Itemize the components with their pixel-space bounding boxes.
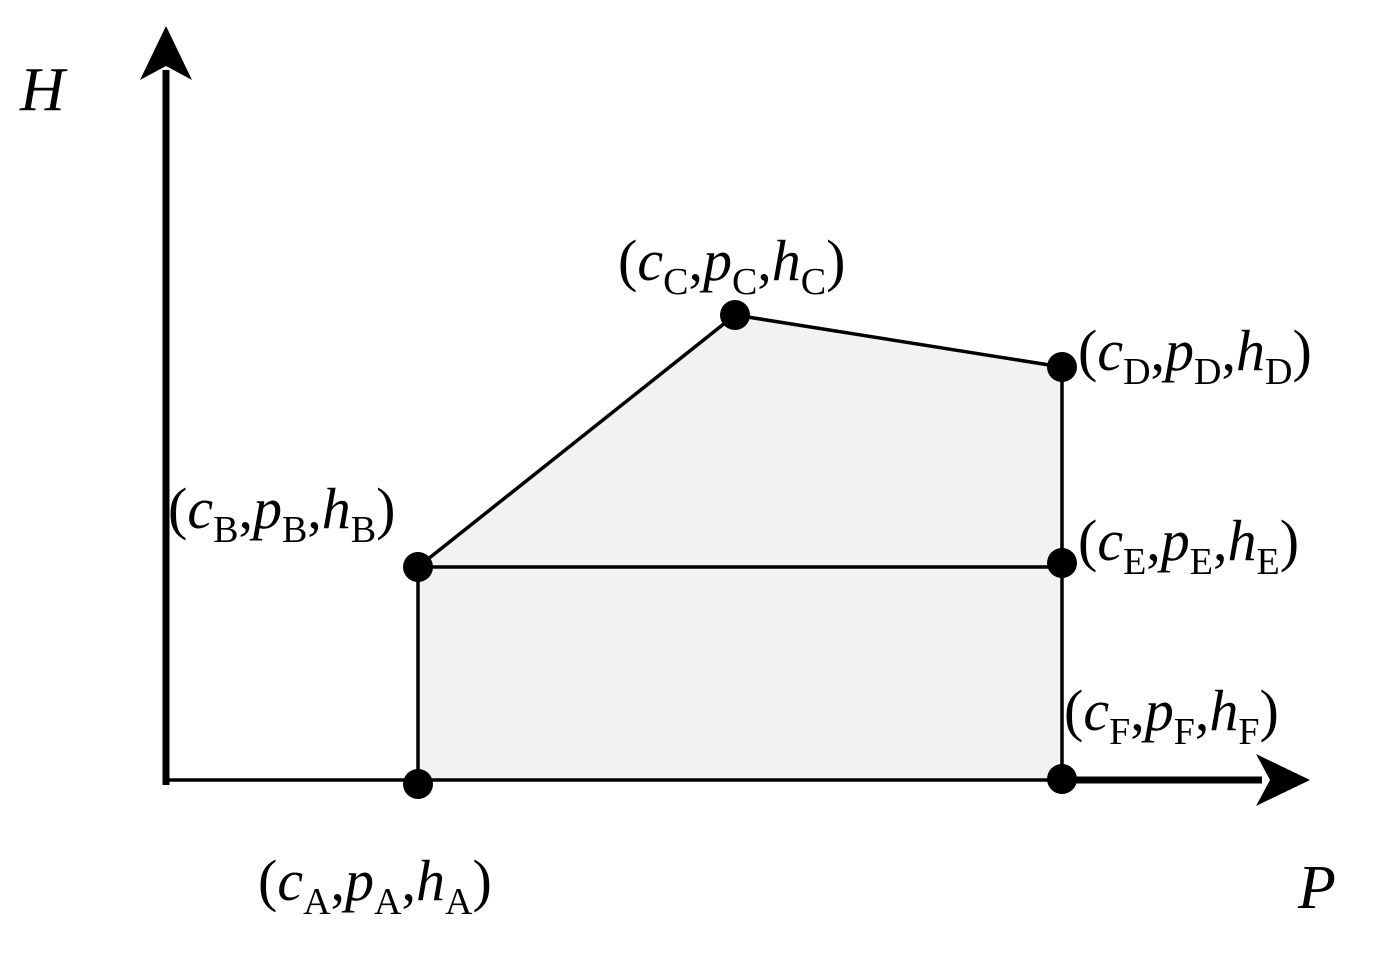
edge-b-c bbox=[416, 313, 737, 569]
x-axis-label: P bbox=[1297, 854, 1336, 922]
feasible-region bbox=[418, 315, 1062, 780]
y-axis-label: H bbox=[19, 56, 68, 124]
region-edges bbox=[166, 313, 1064, 782]
point-label-b: (cB,pB,hB) bbox=[168, 476, 395, 551]
vertex-f bbox=[1047, 764, 1077, 794]
vertex-c bbox=[720, 300, 750, 330]
point-label-c: (cC,pC,hC) bbox=[618, 228, 845, 303]
point-label-f: (cF,pF,hF) bbox=[1064, 678, 1279, 753]
axes bbox=[140, 26, 1310, 806]
point-label-e: (cE,pE,hE) bbox=[1078, 508, 1299, 583]
y-axis-arrowhead bbox=[140, 26, 192, 80]
vertex-a bbox=[403, 769, 433, 799]
vertex-d bbox=[1047, 352, 1077, 382]
point-label-a: (cA,pA,hA) bbox=[258, 848, 492, 923]
vertices bbox=[403, 300, 1077, 799]
point-label-d: (cD,pD,hD) bbox=[1078, 318, 1312, 393]
vertex-b bbox=[403, 552, 433, 582]
vertex-e bbox=[1047, 548, 1077, 578]
edge-c-d bbox=[734, 313, 1063, 369]
x-axis-arrowhead bbox=[1256, 754, 1310, 806]
